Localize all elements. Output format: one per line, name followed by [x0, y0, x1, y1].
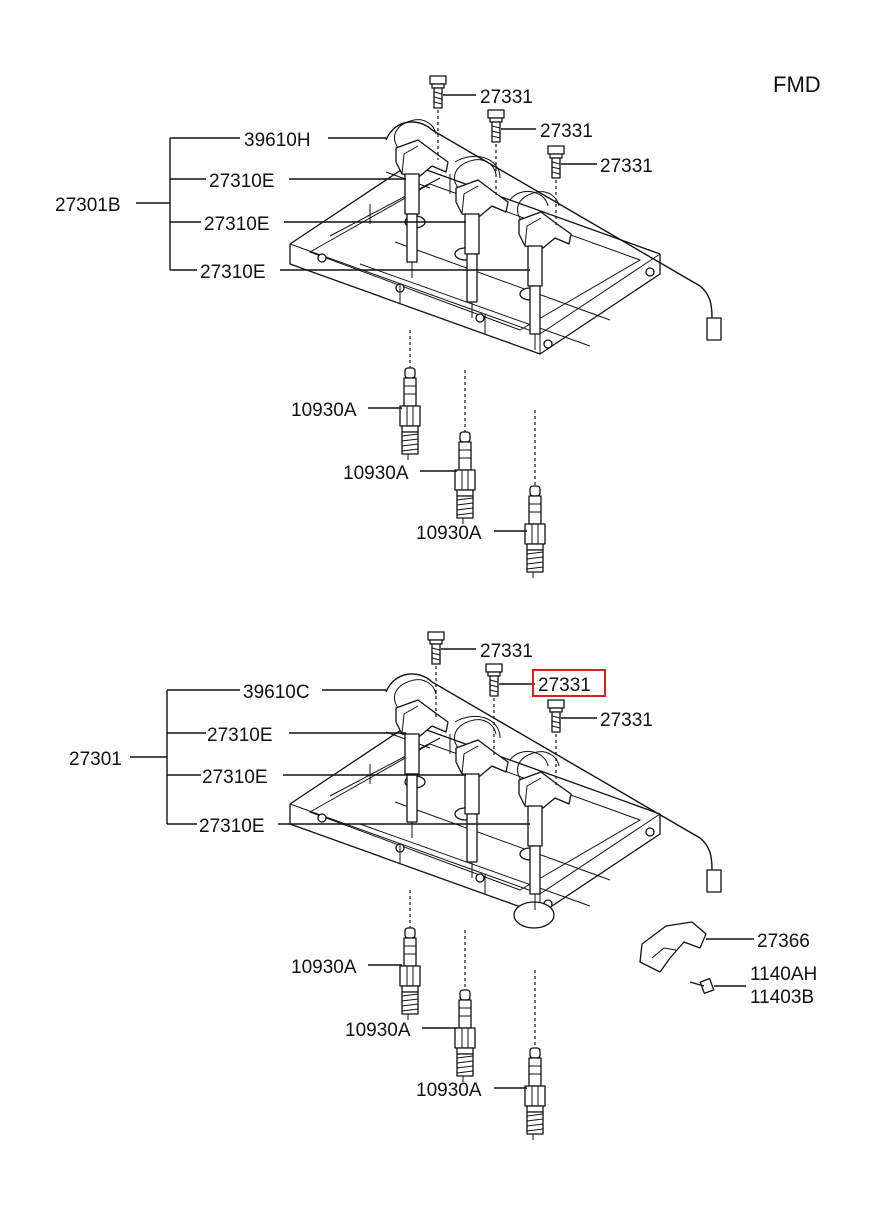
upper-plug-label-1: 10930A: [291, 400, 357, 421]
lower-plug-label-2: 10930A: [345, 1020, 411, 1041]
lower-bolt-2: [485, 663, 503, 697]
lower-spark-plug-1: [399, 927, 421, 1021]
upper-plug-label-3: 10930A: [416, 523, 482, 544]
upper-spark-plug-3: [524, 485, 546, 579]
model-code: FMD: [773, 72, 821, 97]
upper-coil-label-3: 27310E: [200, 262, 266, 283]
upper-cable-connector: [706, 317, 722, 341]
lower-screw-label-2: 11403B: [750, 987, 814, 1008]
lower-coil-label-2: 27310E: [202, 767, 268, 788]
upper-coil-label-2: 27310E: [204, 214, 270, 235]
lower-bolt-label-3: 27331: [600, 710, 653, 731]
lower-assembly-label: 27301: [69, 749, 122, 770]
lower-spark-plug-3: [524, 1047, 546, 1141]
upper-bolt-label-3: 27331: [600, 156, 653, 177]
lower-plug-label-3: 10930A: [416, 1080, 482, 1101]
lower-oil-cap: [513, 901, 555, 929]
lower-ignition-cable: [385, 673, 713, 871]
lower-spark-plug-2: [454, 989, 476, 1083]
lower-bolt-label-2: 27331: [538, 675, 591, 696]
upper-bolt-3: [547, 145, 565, 179]
lower-cable-connector: [706, 869, 722, 893]
lower-assembly: 27331 27331 27331 39610C 27310E 27310E 2…: [69, 631, 817, 1141]
lower-bracket-label: 27366: [757, 931, 810, 952]
lower-bracket: [639, 921, 707, 973]
upper-spark-plug-1: [399, 367, 421, 461]
lower-bolt-1: [427, 631, 445, 665]
upper-bolt-2: [487, 109, 505, 143]
lower-plug-label-1: 10930A: [291, 957, 357, 978]
upper-bolt-label-2: 27331: [540, 121, 593, 142]
upper-bolt-1: [429, 75, 447, 109]
lower-coil-label-1: 27310E: [207, 725, 273, 746]
lower-bolt-label-1: 27331: [480, 641, 533, 662]
lower-cable-label: 39610C: [243, 682, 310, 703]
upper-cable-label: 39610H: [244, 130, 311, 151]
upper-assembly: 27331 27331 27331 39610H 27310E 27310E 2…: [55, 75, 722, 579]
upper-bolt-label-1: 27331: [480, 87, 533, 108]
lower-screw: [689, 978, 715, 994]
lower-bolt-3: [547, 699, 565, 733]
upper-spark-plug-2: [454, 431, 476, 525]
upper-plug-label-2: 10930A: [343, 463, 409, 484]
lower-coil-label-3: 27310E: [199, 816, 265, 837]
upper-coil-label-1: 27310E: [209, 171, 275, 192]
lower-screw-label-1: 1140AH: [750, 964, 817, 985]
highlight-box: [532, 669, 606, 697]
upper-ignition-cable: [385, 121, 713, 319]
upper-assembly-label: 27301B: [55, 195, 121, 216]
